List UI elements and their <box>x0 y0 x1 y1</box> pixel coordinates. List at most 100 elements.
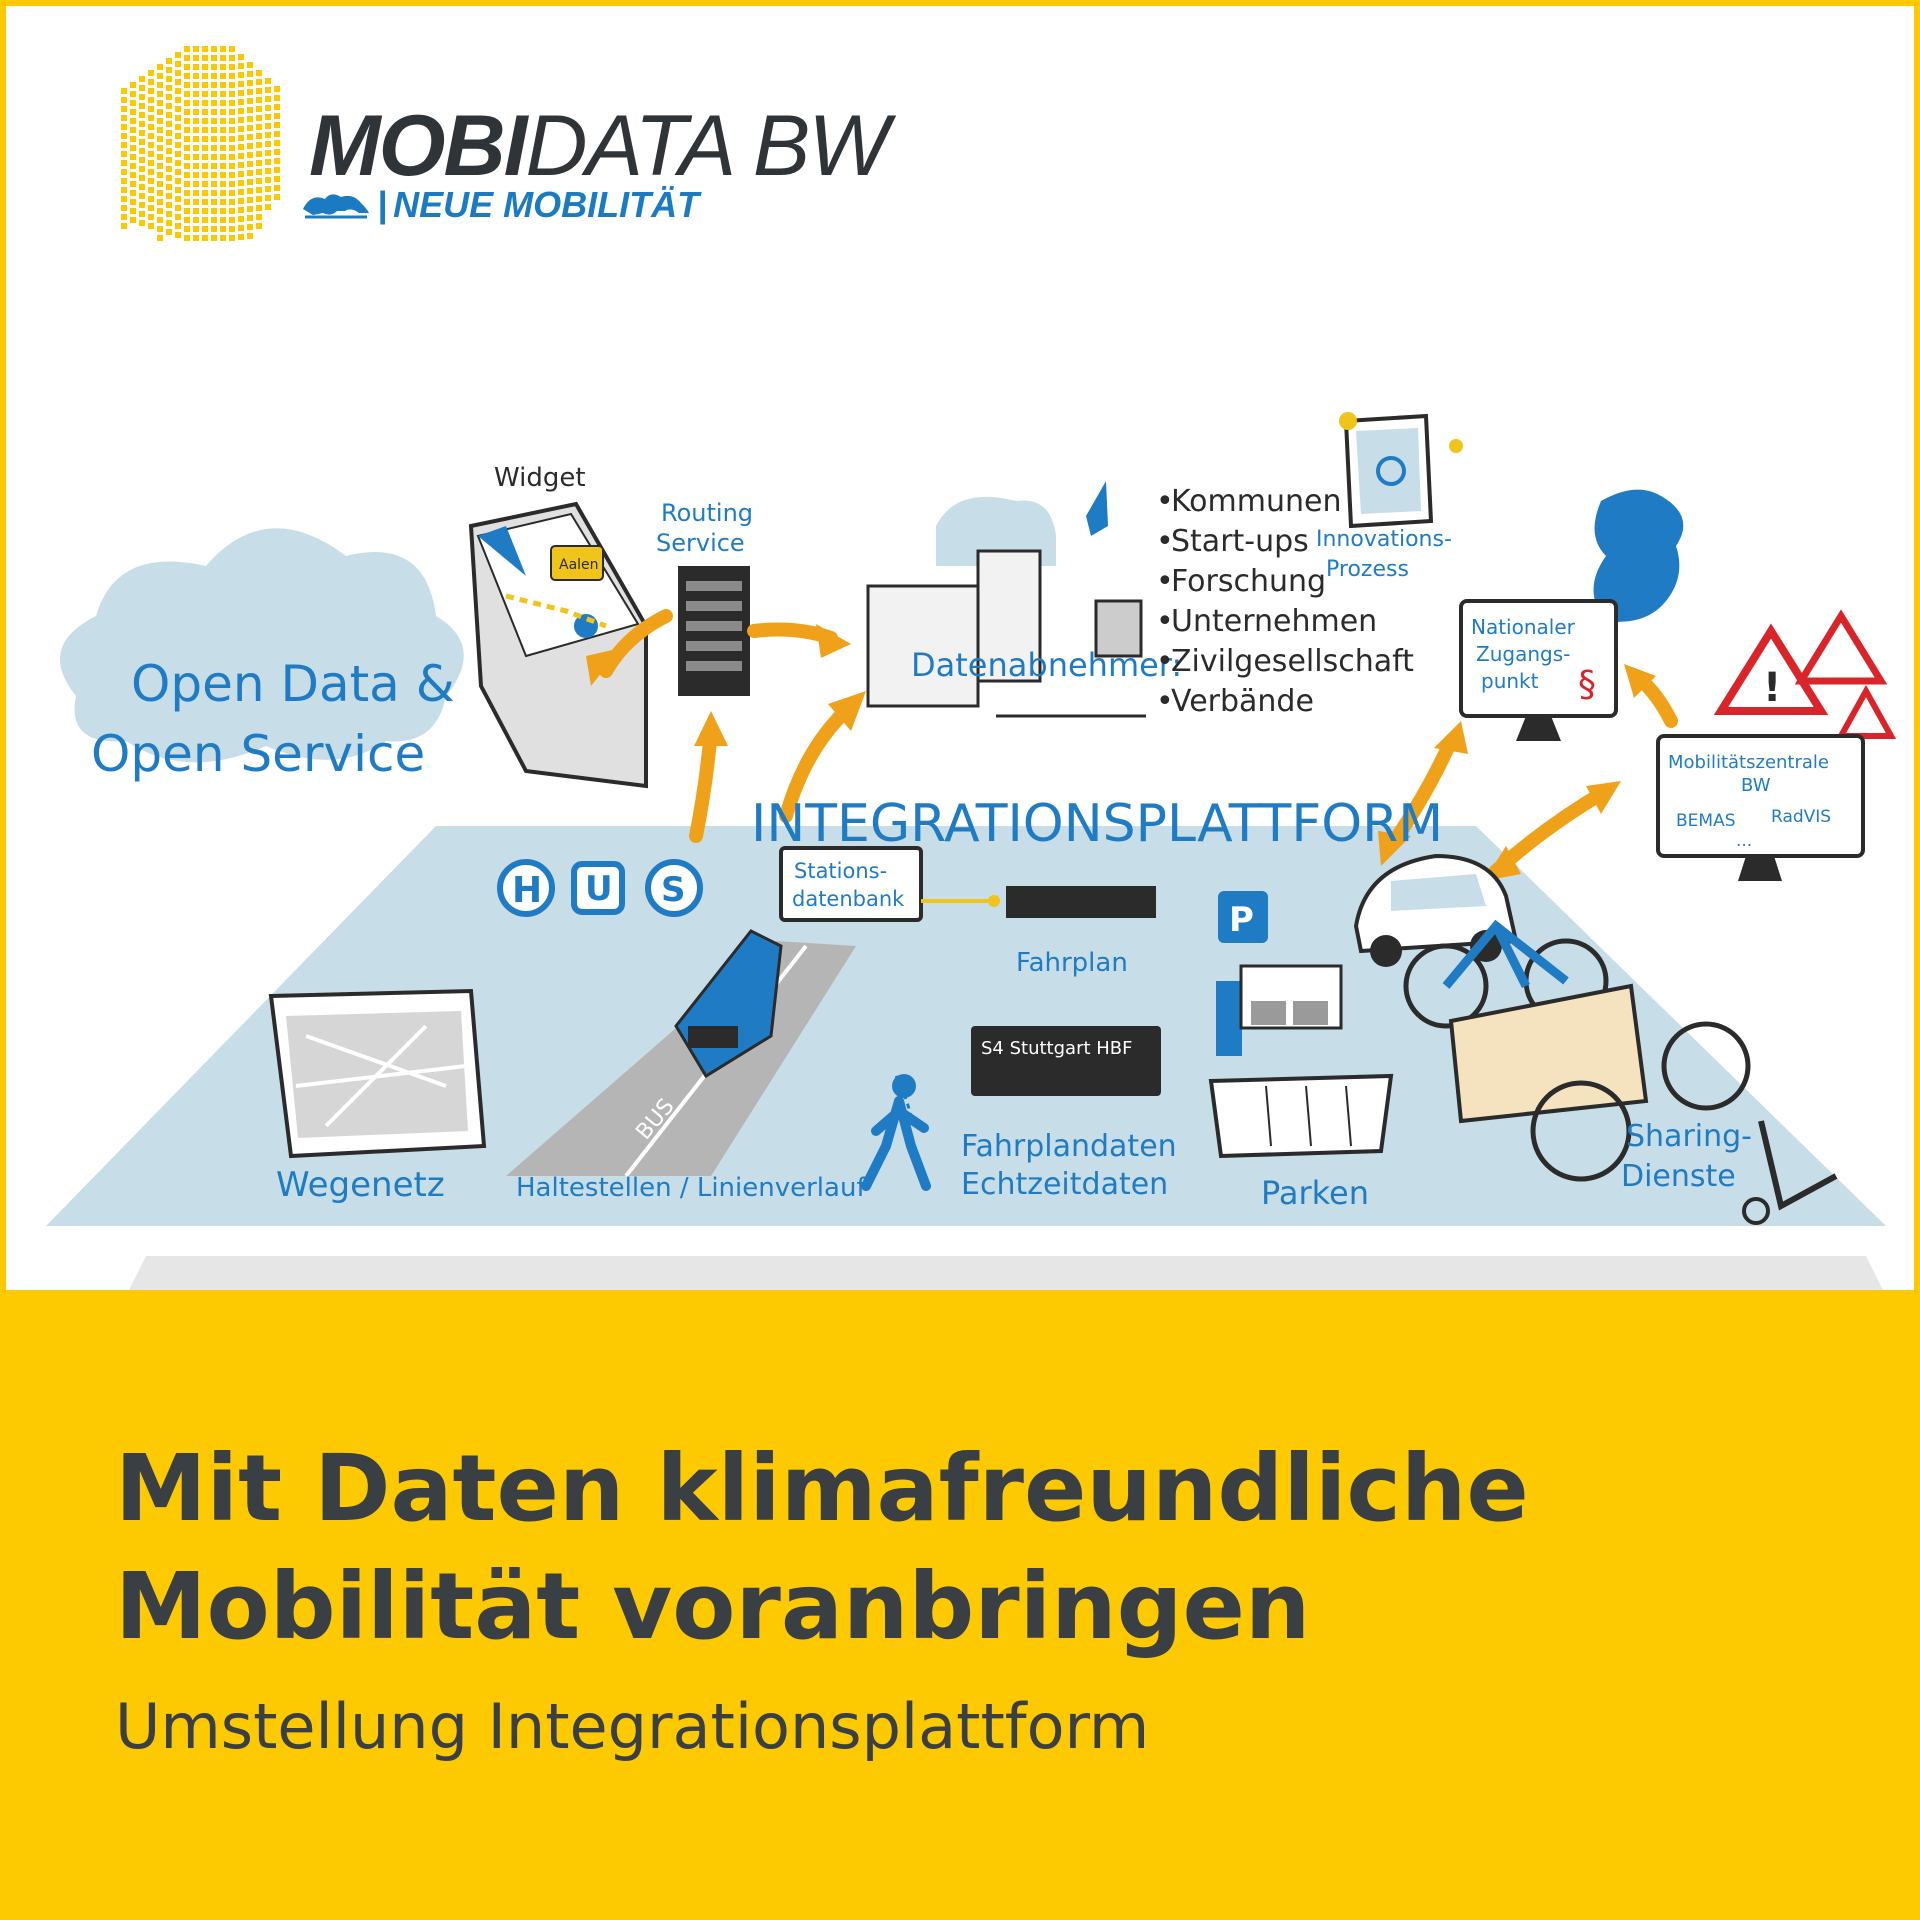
logo-grid-dot <box>139 184 145 190</box>
nap-label-line3: punkt <box>1481 669 1539 693</box>
logo-grid-dot <box>256 178 262 184</box>
logo-grid-dot <box>193 46 199 52</box>
haltestellen-label: Haltestellen / Linienverlauf <box>516 1173 866 1203</box>
logo-grid-dot <box>121 106 127 112</box>
logo-grid-dot <box>256 106 262 112</box>
cloud-label-line2: Open Service <box>91 725 425 783</box>
logo-grid-dot <box>157 235 163 241</box>
logo-grid-dot <box>202 109 208 115</box>
widget-tablet[interactable]: Widget Aalen <box>468 463 648 789</box>
logo-grid-dot <box>121 160 127 166</box>
logo-grid-dot <box>265 177 271 183</box>
stations-database[interactable]: Stations- datenbank Fahrplan <box>779 846 1156 978</box>
logo-grid-dot <box>130 82 136 88</box>
logo-grid-dot <box>184 163 190 169</box>
logo-grid-dot <box>211 109 217 115</box>
logo-grid-dot <box>274 113 280 119</box>
svg-text:•: • <box>1156 684 1174 719</box>
logo-grid-dot <box>238 153 244 159</box>
logo-grid-dot <box>166 94 172 100</box>
logo-grid-dot <box>193 226 199 232</box>
logo-grid-dot <box>166 184 172 190</box>
logo-grid-dot <box>175 151 181 157</box>
logo-grid-dot <box>229 226 235 232</box>
national-access-point[interactable]: Nationaler Zugangs- punkt § <box>1459 599 1618 741</box>
logo-grid-dot <box>148 70 154 76</box>
logo-grid-dot <box>220 100 226 106</box>
logo-grid-dot <box>247 80 253 86</box>
display-text: S4 Stuttgart HBF <box>981 1038 1132 1059</box>
logo-grid-dot <box>202 163 208 169</box>
logo-grid-dot <box>157 82 163 88</box>
logo-grid-dot <box>229 217 235 223</box>
logo-grid-dot <box>247 188 253 194</box>
logo-subtitle-text: NEUE MOBILITÄT <box>393 184 700 225</box>
logo-grid-dot <box>202 82 208 88</box>
logo-grid-dot <box>211 154 217 160</box>
logo-grid-dot <box>166 85 172 91</box>
logo-grid-dot <box>211 163 217 169</box>
logo-grid-dot <box>148 88 154 94</box>
logo-grid-dot <box>229 199 235 205</box>
logo-grid-dot <box>256 187 262 193</box>
logo-grid-dot <box>130 154 136 160</box>
departure-display: S4 Stuttgart HBF <box>894 1026 1161 1117</box>
logo-grid-dot <box>148 142 154 148</box>
logo-grid-dot <box>148 106 154 112</box>
logo-grid-dot <box>166 130 172 136</box>
logo-grid-dot <box>202 217 208 223</box>
logo-grid-dot <box>130 199 136 205</box>
logo-grid-dot <box>184 109 190 115</box>
mobil-label-line1: Mobilitätszentrale <box>1668 752 1829 773</box>
logo-grid-dot <box>238 117 244 123</box>
logo-grid-dot <box>247 233 253 239</box>
mobil-label-line2: BW <box>1741 775 1771 796</box>
logo-grid-dot <box>220 163 226 169</box>
consumer-item: Verbände <box>1171 684 1314 719</box>
logo-grid-dot <box>211 55 217 61</box>
logo-subtitle: |NEUE MOBILITÄT <box>301 184 699 226</box>
consumer-item: Zivilgesellschaft <box>1171 644 1414 679</box>
logo-grid-dot <box>184 145 190 151</box>
logo-grid-dot <box>157 100 163 106</box>
footer-banner: Mit Daten klimafreundliche Mobilität vor… <box>0 1290 1920 1920</box>
logo-grid-dot <box>184 190 190 196</box>
logo-grid-dot <box>175 214 181 220</box>
logo-grid-dot <box>220 181 226 187</box>
logo-grid-dot <box>148 124 154 130</box>
logo-grid-dot <box>211 64 217 70</box>
logo-grid-dot <box>130 217 136 223</box>
logo-grid-dot <box>256 214 262 220</box>
logo-grid-dot <box>193 181 199 187</box>
lightbulb-icon <box>1339 412 1357 430</box>
logo-grid-dot <box>175 169 181 175</box>
logo-grid-dot <box>229 235 235 241</box>
logo-grid-dot <box>238 99 244 105</box>
logo-grid-dot <box>238 63 244 69</box>
consumer-item: Unternehmen <box>1171 604 1377 639</box>
logo-grid-dot <box>229 109 235 115</box>
logo-grid-dot <box>256 142 262 148</box>
logo-grid-dot <box>175 133 181 139</box>
germany-map-icon <box>1593 489 1684 622</box>
mobidata-logo[interactable]: MOBIDATA BW |NEUE MOBILITÄT <box>121 36 889 246</box>
logo-grid-dot <box>229 163 235 169</box>
logo-grid-dot <box>247 62 253 68</box>
routing-service[interactable]: Routing Service <box>656 499 753 696</box>
logo-grid-dot <box>139 202 145 208</box>
logo-grid-dot <box>256 151 262 157</box>
logo-grid-dot <box>220 226 226 232</box>
logo-grid-dot <box>229 181 235 187</box>
logo-grid-dot <box>184 217 190 223</box>
logo-grid-dot <box>238 225 244 231</box>
logo-grid-dot <box>166 112 172 118</box>
lion-icon <box>303 194 369 219</box>
logo-grid-dot <box>274 167 280 173</box>
logo-grid-dot <box>130 91 136 97</box>
logo-grid-dot <box>130 208 136 214</box>
mobility-center-bw[interactable]: Mobilitätszentrale BW BEMAS RadVIS ... <box>1656 734 1865 881</box>
logo-grid-dot <box>184 82 190 88</box>
logo-grid-dot <box>184 73 190 79</box>
logo-grid-dot <box>130 109 136 115</box>
logo-grid-dot <box>274 122 280 128</box>
